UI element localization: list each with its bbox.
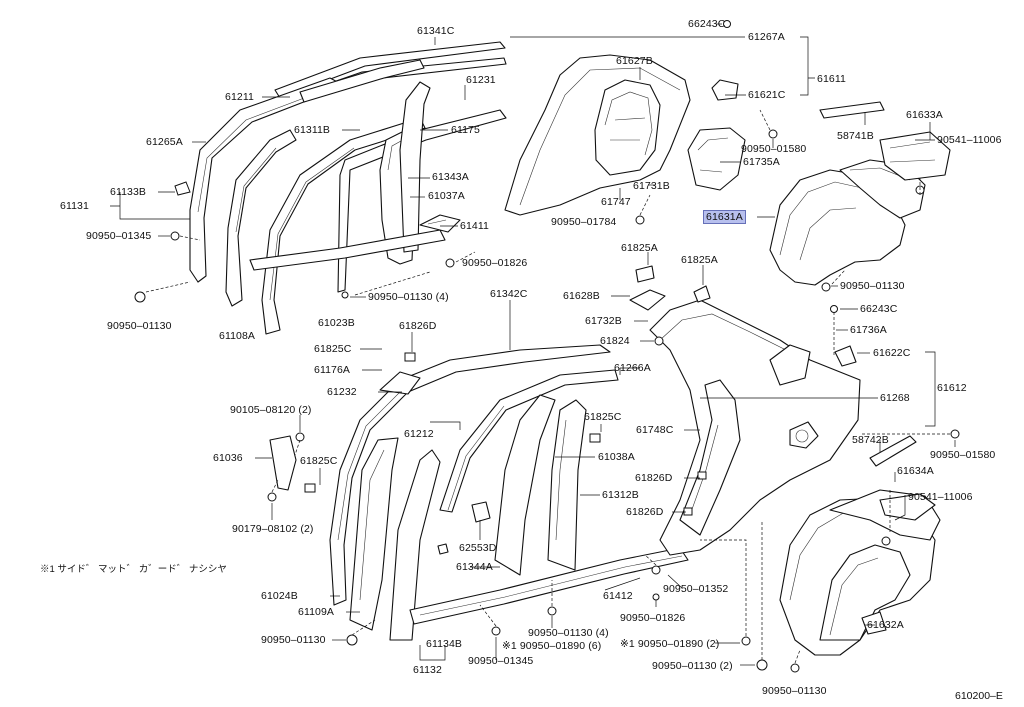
part-label-61132[interactable]: 61132 <box>413 664 442 676</box>
part-label-61621C[interactable]: 61621C <box>748 89 786 101</box>
part-label-61311B[interactable]: 61311B <box>294 124 331 136</box>
part-label-61412[interactable]: 61412 <box>603 590 633 602</box>
part-label-90179-08102[interactable]: 90179–08102 (2) <box>232 523 314 535</box>
part-label-58741B[interactable]: 58741B <box>837 130 874 142</box>
part-label-61826D-1[interactable]: 61826D <box>399 320 437 332</box>
part-label-90950-01130-4-top[interactable]: 90950–01130 (4) <box>368 291 449 303</box>
part-label-61735A[interactable]: 61735A <box>743 156 780 168</box>
part-label-61826D-2[interactable]: 61826D <box>635 472 673 484</box>
part-label-61134B[interactable]: 61134B <box>426 638 463 650</box>
part-label-61023B[interactable]: 61023B <box>318 317 355 329</box>
roof-side-rail-outer <box>134 41 507 335</box>
part-label-61131[interactable]: 61131 <box>60 200 89 212</box>
part-label-66243C-mid[interactable]: 66243C <box>860 303 898 315</box>
dashed-reference-lines <box>145 109 950 664</box>
part-label-61731B[interactable]: 61731B <box>633 180 670 192</box>
part-label-58742B[interactable]: 58742B <box>852 434 889 446</box>
part-label-61312B[interactable]: 61312B <box>602 489 639 501</box>
part-label-90541-11006-top[interactable]: 90541–11006 <box>937 134 1002 146</box>
part-label-90950-01352[interactable]: 90950–01352 <box>663 583 729 595</box>
part-label-61825A-2[interactable]: 61825A <box>681 254 718 266</box>
part-label-61109A[interactable]: 61109A <box>298 606 335 618</box>
part-label-90950-01826-bottom[interactable]: 90950–01826 <box>620 612 686 624</box>
part-label-90950-01345-left[interactable]: 90950–01345 <box>86 230 152 242</box>
part-label-61826D-3[interactable]: 61826D <box>626 506 664 518</box>
part-label-61267A[interactable]: 61267A <box>748 31 785 43</box>
part-label-61108A[interactable]: 61108A <box>219 330 256 342</box>
part-label-61037A[interactable]: 61037A <box>428 190 465 202</box>
part-label-61612[interactable]: 61612 <box>937 382 967 394</box>
part-label-90950-01130-bottom-left[interactable]: 90950–01130 <box>261 634 326 646</box>
part-label-61175[interactable]: 61175 <box>451 124 480 136</box>
part-label-90950-01130-2[interactable]: 90950–01130 (2) <box>652 660 733 672</box>
part-label-90950-01130-4-bottom[interactable]: 90950–01130 (4) <box>528 627 609 639</box>
rear-wheel-house-upper <box>769 101 951 292</box>
part-label-61825C-1[interactable]: 61825C <box>314 343 352 355</box>
part-label-61633A[interactable]: 61633A <box>906 109 943 121</box>
centre-pillar-rocker-assembly <box>267 344 689 646</box>
part-label-90950-01130-right[interactable]: 90950–01130 <box>840 280 905 292</box>
part-label-61232[interactable]: 61232 <box>327 386 357 398</box>
part-label-61133B[interactable]: 61133B <box>110 186 147 198</box>
part-label-61736A[interactable]: 61736A <box>850 324 887 336</box>
part-label-61411[interactable]: 61411 <box>460 220 489 232</box>
part-label-90950-01826-top[interactable]: 90950–01826 <box>462 257 528 269</box>
part-label-90950-01890-6[interactable]: ※1 90950–01890 (6) <box>502 640 602 652</box>
part-label-61342C[interactable]: 61342C <box>490 288 528 300</box>
part-label-61628B[interactable]: 61628B <box>563 290 600 302</box>
part-label-61747[interactable]: 61747 <box>601 196 631 208</box>
part-label-61611[interactable]: 61611 <box>817 73 846 85</box>
part-label-66243C-top[interactable]: 66243C <box>688 18 726 30</box>
part-label-90950-01784[interactable]: 90950–01784 <box>551 216 617 228</box>
part-label-61622C[interactable]: 61622C <box>873 347 911 359</box>
part-label-62553D[interactable]: 62553D <box>459 542 497 554</box>
part-label-61265A[interactable]: 61265A <box>146 136 183 148</box>
part-label-61268[interactable]: 61268 <box>880 392 910 404</box>
part-label-61212[interactable]: 61212 <box>404 428 434 440</box>
part-label-61825C-3[interactable]: 61825C <box>300 455 338 467</box>
part-label-61627B[interactable]: 61627B <box>616 55 653 67</box>
part-label-61825C-2[interactable]: 61825C <box>584 411 622 423</box>
part-label-61732B[interactable]: 61732B <box>585 315 622 327</box>
part-label-61632A[interactable]: 61632A <box>867 619 904 631</box>
part-label-61344A[interactable]: 61344A <box>456 561 493 573</box>
part-label-61825A-1[interactable]: 61825A <box>621 242 658 254</box>
part-label-90105-08120[interactable]: 90105–08120 (2) <box>230 404 312 416</box>
part-label-90950-01580-right[interactable]: 90950–01580 <box>930 449 996 461</box>
part-label-90950-01130-left[interactable]: 90950–01130 <box>107 320 172 332</box>
part-label-61231[interactable]: 61231 <box>466 74 496 86</box>
part-label-61748C[interactable]: 61748C <box>636 424 674 436</box>
part-label-61211[interactable]: 61211 <box>225 91 254 103</box>
part-label-61024B[interactable]: 61024B <box>261 590 298 602</box>
rear-wheel-house-lower <box>779 489 941 673</box>
part-label-61631A-highlighted[interactable]: 61631A <box>703 210 746 224</box>
leader-lines <box>110 23 956 666</box>
part-label-61176A[interactable]: 61176A <box>314 364 351 376</box>
diagram-code: 610200–E <box>955 690 1003 702</box>
part-label-90541-11006-right[interactable]: 90541–11006 <box>908 491 973 503</box>
part-label-61634A[interactable]: 61634A <box>897 465 934 477</box>
part-label-61824[interactable]: 61824 <box>600 335 630 347</box>
quarter-panel-upper <box>504 20 778 225</box>
part-label-61036[interactable]: 61036 <box>213 452 243 464</box>
part-label-61038A[interactable]: 61038A <box>598 451 635 463</box>
part-label-61266A[interactable]: 61266A <box>614 362 651 374</box>
part-label-90950-01890-2[interactable]: ※1 90950–01890 (2) <box>620 638 720 650</box>
part-label-90950-01580-top[interactable]: 90950–01580 <box>741 143 807 155</box>
part-label-61341C[interactable]: 61341C <box>417 25 455 37</box>
part-label-61343A[interactable]: 61343A <box>432 171 469 183</box>
part-label-90950-01345-bottom[interactable]: 90950–01345 <box>468 655 534 667</box>
footnote: ※1 サイド゛ マット゛ カ゛ード゛ ナシシヤ <box>40 564 227 575</box>
part-label-90950-01130-bottom-right[interactable]: 90950–01130 <box>762 685 827 697</box>
quarter-panel-outer <box>629 265 960 671</box>
